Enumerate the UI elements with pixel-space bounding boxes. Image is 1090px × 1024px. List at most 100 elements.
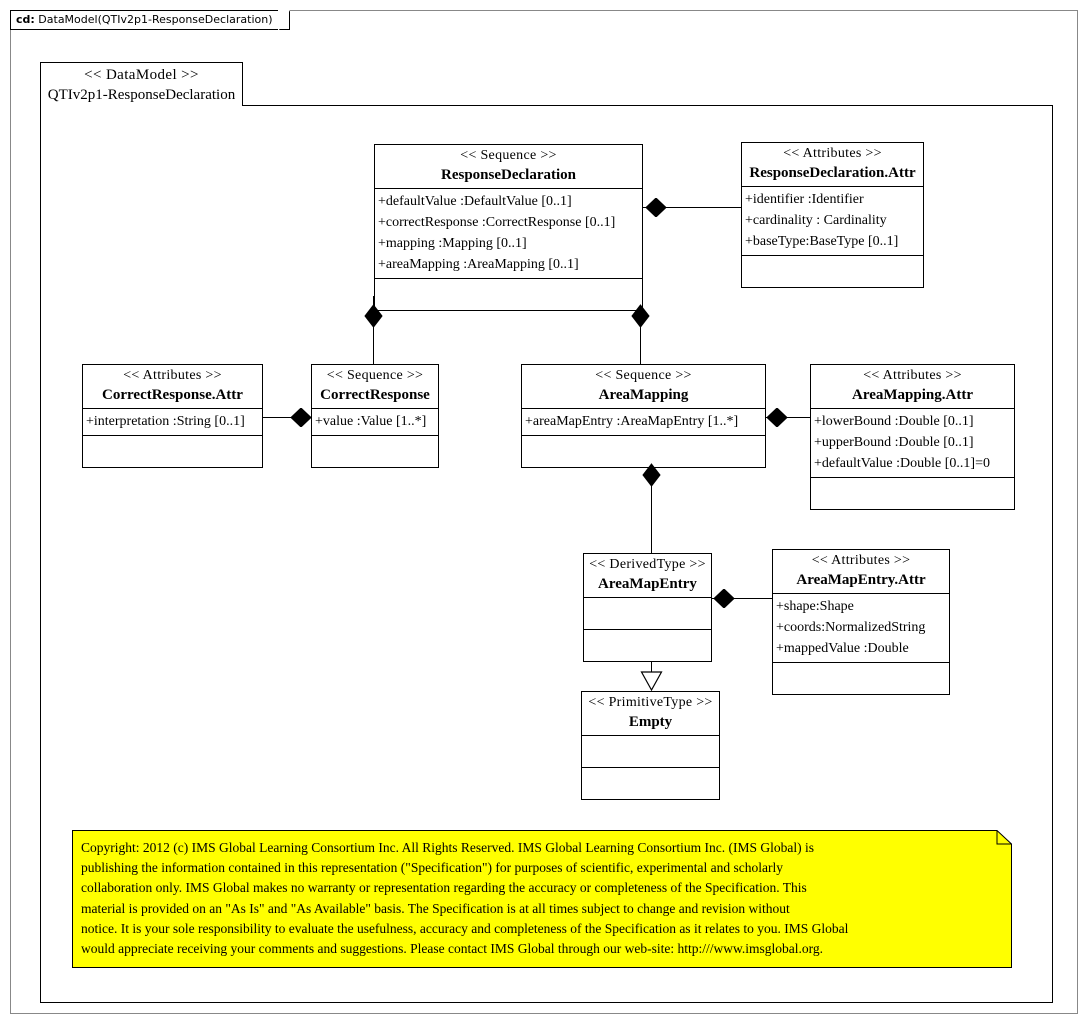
class-areamapping-attr[interactable]: << Attributes >> AreaMapping.Attr +lower… bbox=[810, 364, 1015, 510]
attribute-row: +defaultValue :DefaultValue [0..1] bbox=[378, 194, 572, 209]
class-header: << Attributes >> AreaMapEntry.Attr bbox=[773, 550, 949, 594]
attribute-row: +areaMapEntry :AreaMapEntry [1..*] bbox=[525, 414, 739, 429]
class-operations-compartment bbox=[375, 279, 642, 310]
attribute-row: +cardinality : Cardinality bbox=[745, 213, 887, 228]
class-stereotype: << Sequence >> bbox=[595, 368, 692, 383]
class-attributes-compartment: +identifier :Identifier +cardinality : C… bbox=[742, 187, 923, 256]
class-operations-compartment bbox=[811, 478, 1014, 509]
attribute-row: +areaMapping :AreaMapping [0..1] bbox=[378, 257, 579, 272]
class-attributes-compartment: +value :Value [1..*] bbox=[312, 409, 438, 436]
class-attributes-compartment: +lowerBound :Double [0..1] +upperBound :… bbox=[811, 409, 1014, 478]
attribute-row: +shape:Shape bbox=[776, 599, 854, 614]
connector-responsedeclaration-correctresponse-vert bbox=[373, 296, 374, 366]
class-stereotype: << Attributes >> bbox=[811, 553, 911, 568]
package-stereotype: << DataModel >> bbox=[84, 67, 199, 83]
class-name: Empty bbox=[628, 714, 673, 730]
note-line: would appreciate receiving your comments… bbox=[81, 941, 823, 957]
composition-diamond-areamapping-attr bbox=[766, 408, 788, 427]
class-header: << Attributes >> CorrectResponse.Attr bbox=[83, 365, 262, 409]
class-correctresponse[interactable]: << Sequence >> CorrectResponse +value :V… bbox=[311, 364, 439, 468]
class-name: AreaMapEntry bbox=[598, 576, 697, 592]
frame-tab-kind: cd: bbox=[16, 13, 35, 26]
package-name: QTIv2p1-ResponseDeclaration bbox=[47, 87, 236, 103]
connector-correctresponse-attr bbox=[263, 417, 311, 418]
attribute-row: +upperBound :Double [0..1] bbox=[814, 435, 974, 450]
class-areamapentry-attr[interactable]: << Attributes >> AreaMapEntry.Attr +shap… bbox=[772, 549, 950, 695]
attribute-row: +interpretation :String [0..1] bbox=[86, 414, 245, 429]
class-attributes-compartment: +interpretation :String [0..1] bbox=[83, 409, 262, 436]
class-operations-compartment bbox=[584, 630, 711, 661]
package-header-tab: << DataModel >> QTIv2p1-ResponseDeclarat… bbox=[40, 62, 243, 106]
attribute-row: +defaultValue :Double [0..1]=0 bbox=[814, 456, 990, 471]
class-attributes-compartment bbox=[584, 598, 711, 630]
class-stereotype: << DerivedType >> bbox=[589, 557, 706, 572]
class-stereotype: << Attributes >> bbox=[123, 368, 222, 383]
copyright-note: Copyright: 2012 (c) IMS Global Learning … bbox=[72, 830, 1012, 968]
attribute-row: +identifier :Identifier bbox=[745, 192, 864, 207]
connector-responsedeclaration-areamapping-vert bbox=[640, 296, 641, 366]
connector-areamapping-areamapentry-vert bbox=[651, 464, 652, 554]
attribute-row: +lowerBound :Double [0..1] bbox=[814, 414, 974, 429]
class-stereotype: << Attributes >> bbox=[783, 146, 882, 161]
composition-diamond-responsedeclaration-correctresponse bbox=[364, 304, 383, 328]
note-text: Copyright: 2012 (c) IMS Global Learning … bbox=[81, 838, 1001, 959]
diagram-frame-tab: cd: DataModel(QTIv2p1-ResponseDeclaratio… bbox=[10, 9, 290, 30]
class-name: ResponseDeclaration.Attr bbox=[749, 165, 916, 181]
note-line: publishing the information contained in … bbox=[81, 860, 783, 876]
class-attributes-compartment: +shape:Shape +coords:NormalizedString +m… bbox=[773, 594, 949, 663]
note-line: material is provided on an "As Is" and "… bbox=[81, 900, 790, 916]
class-operations-compartment bbox=[582, 768, 719, 799]
connector-responsedeclaration-attr bbox=[643, 207, 741, 208]
attribute-row: +correctResponse :CorrectResponse [0..1] bbox=[378, 215, 616, 230]
class-name: AreaMapping.Attr bbox=[852, 387, 973, 403]
class-attributes-compartment bbox=[582, 736, 719, 768]
class-operations-compartment bbox=[312, 436, 438, 467]
attribute-row: +coords:NormalizedString bbox=[776, 620, 926, 635]
class-stereotype: << Attributes >> bbox=[863, 368, 962, 383]
class-name: AreaMapping bbox=[598, 387, 689, 403]
attribute-row: +value :Value [1..*] bbox=[315, 414, 427, 429]
class-header: << Attributes >> AreaMapping.Attr bbox=[811, 365, 1014, 409]
frame-tab-title: DataModel(QTIv2p1-ResponseDeclaration) bbox=[38, 13, 273, 26]
attribute-row: +mapping :Mapping [0..1] bbox=[378, 236, 527, 251]
class-header: << Sequence >> CorrectResponse bbox=[312, 365, 438, 409]
note-shape bbox=[72, 830, 1012, 968]
class-header: << Sequence >> AreaMapping bbox=[522, 365, 765, 409]
class-stereotype: << PrimitiveType >> bbox=[588, 695, 713, 710]
note-line: collaboration only. IMS Global makes no … bbox=[81, 880, 807, 896]
note-line: Copyright: 2012 (c) IMS Global Learning … bbox=[81, 840, 815, 855]
generalization-arrow-empty bbox=[640, 671, 663, 691]
composition-diamond-correctresponse-attr bbox=[290, 408, 312, 427]
class-attributes-compartment: +areaMapEntry :AreaMapEntry [1..*] bbox=[522, 409, 765, 436]
connector-areamapentry-attr bbox=[712, 598, 774, 599]
composition-diamond-responsedeclaration-attr bbox=[645, 198, 667, 217]
class-stereotype: << Sequence >> bbox=[460, 148, 557, 163]
composition-diamond-responsedeclaration-areamapping bbox=[631, 304, 650, 328]
class-areamapping[interactable]: << Sequence >> AreaMapping +areaMapEntry… bbox=[521, 364, 766, 468]
connector-areamapping-attr bbox=[765, 417, 811, 418]
class-header: << Sequence >> ResponseDeclaration bbox=[375, 145, 642, 189]
frame-tab-fold-corner bbox=[277, 9, 290, 30]
class-correctresponse-attr[interactable]: << Attributes >> CorrectResponse.Attr +i… bbox=[82, 364, 263, 468]
class-name: AreaMapEntry.Attr bbox=[796, 572, 926, 588]
class-empty[interactable]: << PrimitiveType >> Empty bbox=[581, 691, 720, 800]
class-operations-compartment bbox=[742, 256, 923, 287]
class-responsedeclaration-attr[interactable]: << Attributes >> ResponseDeclaration.Att… bbox=[741, 142, 924, 288]
class-responsedeclaration[interactable]: << Sequence >> ResponseDeclaration +defa… bbox=[374, 144, 643, 311]
class-header: << Attributes >> ResponseDeclaration.Att… bbox=[742, 143, 923, 187]
class-name: CorrectResponse bbox=[320, 387, 430, 403]
class-operations-compartment bbox=[83, 436, 262, 467]
class-attributes-compartment: +defaultValue :DefaultValue [0..1] +corr… bbox=[375, 189, 642, 279]
class-stereotype: << Sequence >> bbox=[326, 368, 424, 383]
class-name: ResponseDeclaration bbox=[441, 167, 576, 183]
note-line: notice. It is your sole responsibility t… bbox=[81, 920, 849, 936]
composition-diamond-areamapping-areamapentry bbox=[642, 463, 661, 487]
class-header: << DerivedType >> AreaMapEntry bbox=[584, 554, 711, 598]
class-operations-compartment bbox=[773, 663, 949, 694]
attribute-row: +mappedValue :Double bbox=[776, 641, 909, 656]
class-areamapentry[interactable]: << DerivedType >> AreaMapEntry bbox=[583, 553, 712, 662]
composition-diamond-areamapentry-attr bbox=[713, 589, 735, 608]
class-header: << PrimitiveType >> Empty bbox=[582, 692, 719, 736]
attribute-row: +baseType:BaseType [0..1] bbox=[745, 234, 899, 249]
